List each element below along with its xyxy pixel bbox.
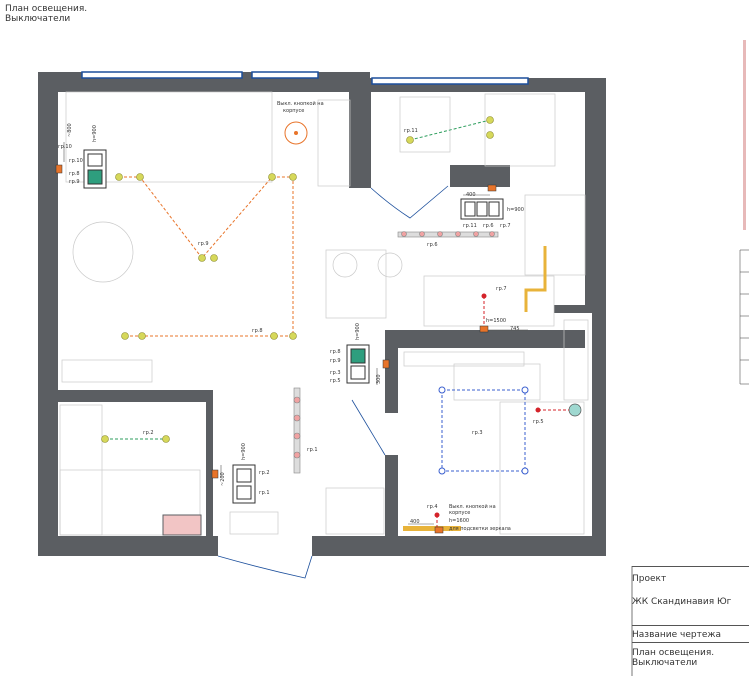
- note-bot-2: корпусе: [449, 510, 470, 516]
- bathroom-spots: [438, 386, 529, 475]
- s3-h: h=900: [355, 323, 361, 340]
- radiator: [162, 514, 202, 536]
- s3-g3: гр.3: [330, 370, 341, 376]
- note-bot-4: для подсветки зеркала: [449, 526, 511, 532]
- mirror-light-strip: [403, 526, 461, 531]
- k-dim: 745: [510, 326, 520, 332]
- label-g5: гр.5: [533, 419, 544, 425]
- s3-dim: 300: [376, 374, 382, 384]
- s3-g8: гр.8: [330, 349, 341, 355]
- stamp-project-label: Проект: [632, 574, 667, 584]
- legend-table-fragment: [739, 249, 749, 385]
- k-h: h=1500: [486, 318, 506, 324]
- s1-h: h=900: [92, 125, 98, 142]
- stamp-mid-line: [632, 625, 749, 626]
- doors: [217, 185, 449, 579]
- s4-h: h=900: [241, 443, 247, 460]
- s4-dim: ~200: [220, 472, 226, 486]
- s2-g11: гр.11: [463, 223, 477, 229]
- note-bot-3: h=1600: [449, 518, 469, 524]
- label-g6: гр.6: [427, 242, 438, 248]
- s2-g7: гр.7: [500, 223, 511, 229]
- label-g4: гр.4: [427, 504, 438, 510]
- title-line-2: Выключатели: [5, 14, 71, 24]
- label-g8: гр.8: [252, 328, 263, 334]
- ceiling-lamp-center: [294, 131, 298, 135]
- notes: Выкл. кнопкой на корпусе Выкл. кнопкой н…: [277, 100, 511, 532]
- s2-h: h=900: [507, 207, 524, 213]
- s2-g6: гр.6: [483, 223, 494, 229]
- switch-labels: ~800 h=900 гр.10 гр.8 гр.9 400 h=900 гр.…: [67, 123, 524, 525]
- stamp-drawing-value-2: Выключатели: [632, 658, 698, 668]
- s1-g9: гр.9: [69, 179, 80, 185]
- s4-g1: гр.1: [259, 490, 270, 496]
- walls: [38, 72, 606, 556]
- water-heater: [568, 403, 582, 417]
- kitchen-light-strip: [524, 246, 547, 312]
- stamp-project-value: ЖК Скандинавия Юг: [632, 597, 732, 607]
- light-fixtures: [101, 116, 494, 443]
- stamp-top-line: [632, 566, 749, 567]
- switch-block-hall: [460, 198, 504, 220]
- s4-g2: гр.2: [259, 470, 270, 476]
- label-g10: гр.10: [58, 144, 72, 150]
- stamp-drawing-value-1: План освещения.: [632, 648, 715, 658]
- furniture: [59, 91, 589, 536]
- note-bot-1: Выкл. кнопкой на: [449, 503, 496, 510]
- switch-block-corridor: [346, 344, 370, 384]
- label-g1: гр.1: [307, 447, 318, 453]
- label-g9: гр.9: [198, 241, 209, 247]
- switch-block-living: [83, 149, 107, 189]
- track-lights: [293, 231, 499, 474]
- windows: [81, 71, 529, 85]
- label-g2: гр.2: [143, 430, 154, 436]
- switch-markers: [55, 164, 497, 534]
- note-top-2: корпусе: [283, 108, 304, 114]
- red-points: [434, 293, 541, 518]
- stamp-drawing-label: Название чертежа: [632, 630, 721, 640]
- label-g11: гр.11: [404, 128, 418, 134]
- stamp-sub-line: [632, 642, 749, 643]
- right-edge-strip: [743, 40, 746, 230]
- b-dim: 400: [410, 519, 420, 525]
- s1-g10: гр.10: [69, 158, 83, 164]
- ceiling-lamp: [284, 121, 308, 145]
- title-line-1: План освещения.: [5, 4, 88, 14]
- label-g3: гр.3: [472, 430, 483, 436]
- drawing-title: План освещения. Выключатели: [5, 4, 87, 24]
- s1-g8: гр.8: [69, 171, 80, 177]
- group-labels: гр.9 гр.8 гр.2 гр.1 гр.3 гр.4 гр.5 гр.6 …: [58, 128, 544, 510]
- note-top-1: Выкл. кнопкой на: [277, 100, 324, 107]
- switch-block-entry: [232, 464, 256, 504]
- s3-g5: гр.5: [330, 378, 341, 384]
- dimension-lines: [63, 142, 528, 525]
- s3-g9: гр.9: [330, 358, 341, 364]
- s2-dim: 400: [466, 192, 476, 198]
- label-g7: гр.7: [496, 286, 507, 292]
- s1-dim: ~800: [67, 123, 73, 137]
